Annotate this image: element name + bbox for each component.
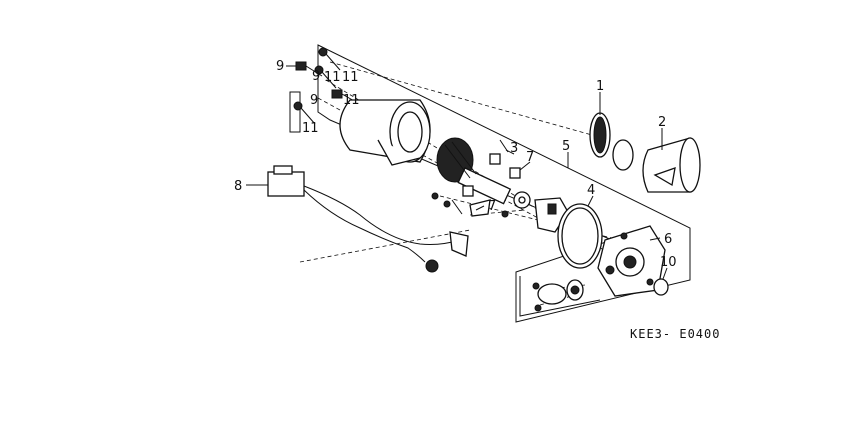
callout-3: 3 bbox=[510, 141, 518, 156]
callout-2: 2 bbox=[658, 115, 666, 130]
cable-harness bbox=[267, 165, 469, 273]
callout-6: 6 bbox=[664, 232, 672, 247]
assembly-outline bbox=[317, 44, 691, 323]
reduction-cover bbox=[642, 137, 701, 193]
leader-lines bbox=[246, 65, 668, 280]
bolt-11-bottom bbox=[293, 101, 316, 125]
bolt-11-top bbox=[318, 47, 341, 71]
callout-10: 10 bbox=[660, 255, 677, 270]
motor-case bbox=[339, 99, 431, 166]
diagram-code: KEE3- E0400 bbox=[630, 327, 720, 341]
starter-gear bbox=[589, 112, 634, 171]
assembly-outline-left bbox=[289, 91, 301, 133]
callout-9-mid: 9 bbox=[310, 93, 318, 108]
callout-7: 7 bbox=[526, 150, 534, 165]
callout-5: 5 bbox=[562, 139, 570, 154]
o-ring bbox=[557, 203, 603, 269]
cover-group-outline bbox=[519, 276, 601, 317]
callout-11-bottom: 11 bbox=[302, 121, 319, 136]
callout-11: 11 bbox=[342, 70, 359, 85]
callout-9: 9 bbox=[312, 69, 320, 84]
cover-bolts bbox=[532, 279, 584, 312]
callout-1: 1 bbox=[596, 79, 604, 94]
callout-11: 11 bbox=[324, 70, 341, 85]
callout-4: 4 bbox=[587, 183, 595, 198]
small-o-ring bbox=[653, 278, 669, 296]
callout-7-lower: 7 bbox=[488, 199, 496, 214]
callout-9: 9 bbox=[276, 59, 284, 74]
armature bbox=[436, 137, 512, 205]
callout-8: 8 bbox=[234, 179, 242, 194]
brush-parts bbox=[431, 139, 531, 218]
callout-11-mid: 11 bbox=[343, 93, 360, 108]
